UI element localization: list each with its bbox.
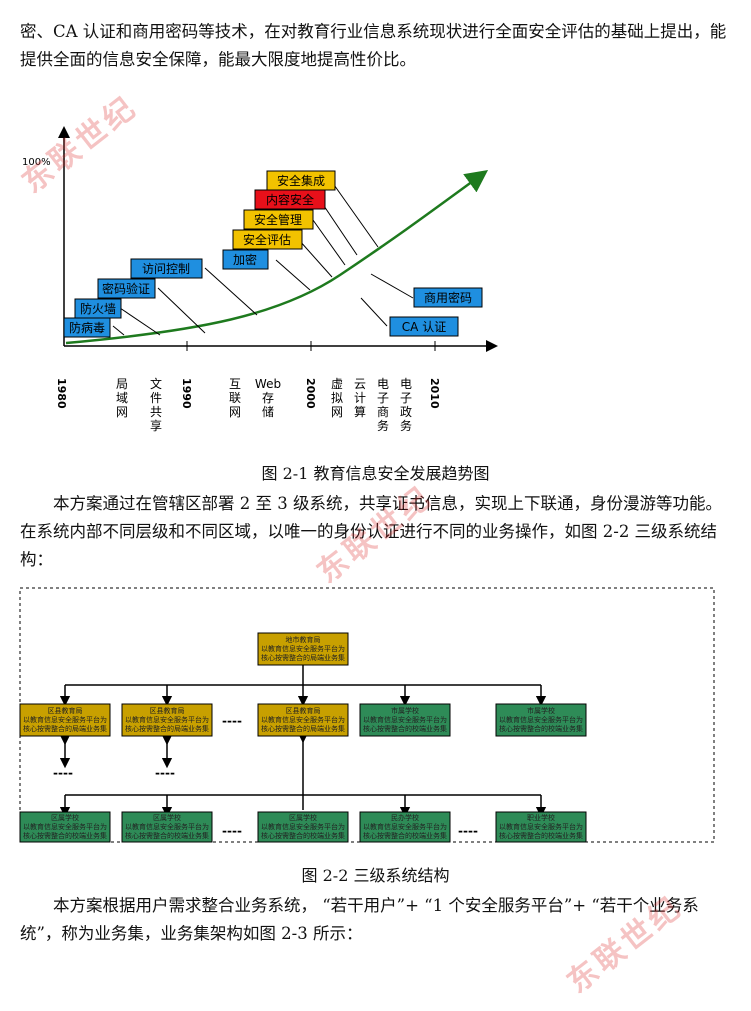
fig2-bot-0-line2: 核心按需整合的校端业务集 xyxy=(23,831,107,840)
box-content-security: 内容安全 xyxy=(266,192,314,207)
caption-fig2: 图 2-2 三级系统结构 xyxy=(301,866,450,885)
fig2-bot-0-line1: 以教育信息安全服务平台为 xyxy=(23,822,107,831)
y-label-100: 100% xyxy=(22,157,51,168)
fig2-bot-4-line2: 核心按需整合的校端业务集 xyxy=(499,831,583,840)
box-access-control: 访问控制 xyxy=(142,262,190,276)
fig2-bot-4-title: 职业学校 xyxy=(527,813,555,822)
fig2-mid-2-line2: 核心按需整合的局端业务集 xyxy=(261,724,345,733)
figure-security-trend: 100% 1980 1990 2000 2010 局域网 文件共享 互联网 We… xyxy=(22,126,498,433)
fig2-dash-bot2: ---- xyxy=(458,824,478,838)
tech-internet: 互联网 xyxy=(229,377,241,419)
fig2-mid-1-line2: 核心按需整合的局端业务集 xyxy=(125,724,209,733)
fig2-bot-2-line1: 以教育信息安全服务平台为 xyxy=(261,822,345,831)
tech-cloud: 云计算 xyxy=(354,377,366,419)
fig2-mid-4-line2: 核心按需整合的校端业务集 xyxy=(499,724,583,733)
fig2-mid-4-title: 市属学校 xyxy=(527,706,555,715)
fig2-bot-3-line1: 以教育信息安全服务平台为 xyxy=(363,822,447,831)
paragraph-intro: 密、CA 认证和商用密码等技术，在对教育行业信息系统现状进行全面安全评估的基础上… xyxy=(20,22,727,69)
tech-ecommerce: 电子商务 xyxy=(377,377,389,433)
box-encryption: 加密 xyxy=(233,252,257,267)
box-ca-auth: CA 认证 xyxy=(402,320,446,334)
fig2-mid-0-title: 区县教育局 xyxy=(48,706,83,715)
fig2-dash-left1: ---- xyxy=(53,766,73,780)
fig2-bot-3-line2: 核心按需整合的校端业务集 xyxy=(363,831,447,840)
fig2-mid-2-title: 区县教育局 xyxy=(286,706,321,715)
fig2-mid-3-line1: 以教育信息安全服务平台为 xyxy=(363,715,447,724)
security-boxes: 防病毒 防火墙 密码验证 访问控制 加密 安全评估 安全管理 内容安全 安全集成… xyxy=(63,170,483,338)
tech-egov: 电子政务 xyxy=(400,377,412,433)
paragraph-deployment: 本方案通过在管辖区部署 2 至 3 级系统，共享证书信息，实现上下联通，身份漫游… xyxy=(20,494,722,569)
fig2-bot-0-title: 区属学校 xyxy=(51,813,79,822)
fig2-top-line1: 以教育信息安全服务平台为 xyxy=(261,644,345,653)
box-firewall: 防火墙 xyxy=(80,301,116,316)
fig2-mid-4-line1: 以教育信息安全服务平台为 xyxy=(499,715,583,724)
fig2-bot-3-title: 民办学校 xyxy=(391,813,419,822)
fig2-mid-3-line2: 核心按需整合的校端业务集 xyxy=(363,724,447,733)
fig2-bot-2-title: 区属学校 xyxy=(289,813,317,822)
pointer-lines xyxy=(112,181,414,336)
year-1990: 1990 xyxy=(180,378,193,409)
box-security-integration: 安全集成 xyxy=(277,173,325,188)
year-2010: 2010 xyxy=(428,378,441,409)
fig2-top-title: 地市教育局 xyxy=(286,635,321,644)
box-password-auth: 密码验证 xyxy=(102,281,150,296)
year-1980: 1980 xyxy=(55,378,68,409)
fig2-dash-left2: ---- xyxy=(155,766,175,780)
fig2-mid-0-line2: 核心按需整合的局端业务集 xyxy=(23,724,107,733)
box-security-assessment: 安全评估 xyxy=(243,232,291,247)
fig2-mid-1-title: 区县教育局 xyxy=(150,706,185,715)
fig2-mid-2-line1: 以教育信息安全服务平台为 xyxy=(261,715,345,724)
fig2-dash-mid: ---- xyxy=(222,714,242,728)
fig2-mid-3-title: 市属学校 xyxy=(391,706,419,715)
fig2-mid-1-line1: 以教育信息安全服务平台为 xyxy=(125,715,209,724)
caption-fig1: 图 2-1 教育信息安全发展趋势图 xyxy=(261,464,490,483)
fig2-bot-1-title: 区属学校 xyxy=(153,813,181,822)
box-security-management: 安全管理 xyxy=(254,212,302,227)
fig2-top-line2: 核心按需整合的局端业务集 xyxy=(261,653,345,662)
paragraph-business-set: 本方案根据用户需求整合业务系统， “若干用户”+ “1 个安全服务平台”+ “若… xyxy=(20,896,699,943)
trend-curve xyxy=(65,170,489,345)
tech-file-share: 文件共享 xyxy=(150,376,162,433)
fig2-mid-0-line1: 以教育信息安全服务平台为 xyxy=(23,715,107,724)
figure-three-tier-structure: 地市教育局 以教育信息安全服务平台为 核心按需整合的局端业务集 区县教育局 以教… xyxy=(19,587,715,843)
fig2-connectors xyxy=(59,665,547,818)
fig2-bot-1-line1: 以教育信息安全服务平台为 xyxy=(125,822,209,831)
fig2-dash-bot1: ---- xyxy=(222,824,242,838)
box-antivirus: 防病毒 xyxy=(69,320,105,335)
box-commercial-crypto: 商用密码 xyxy=(424,290,472,305)
tech-lan: 局域网 xyxy=(116,377,128,419)
fig2-bot-4-line1: 以教育信息安全服务平台为 xyxy=(499,822,583,831)
year-2000: 2000 xyxy=(304,378,317,409)
tech-vpn: 虚拟网 xyxy=(331,377,343,419)
fig2-bot-2-line2: 核心按需整合的校端业务集 xyxy=(261,831,345,840)
fig2-bot-1-line2: 核心按需整合的校端业务集 xyxy=(125,831,209,840)
